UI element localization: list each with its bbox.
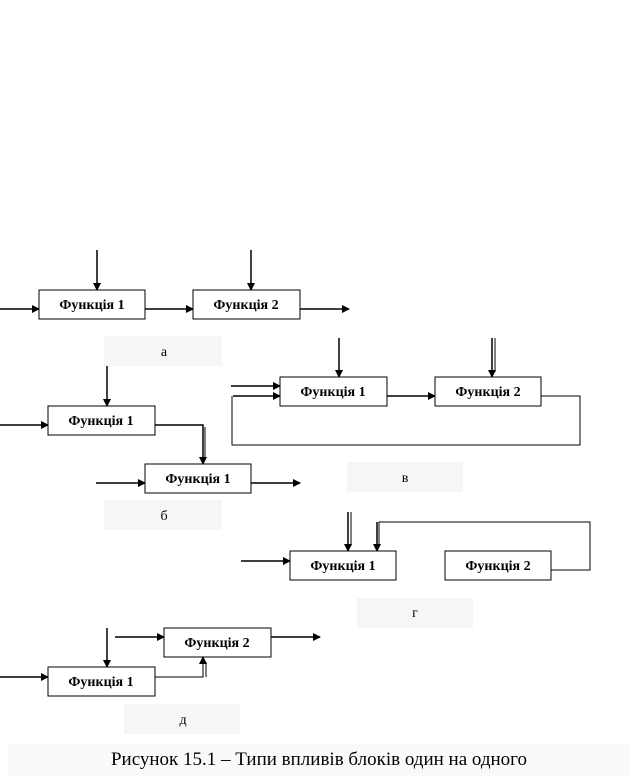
function-block-label: Функція 1 xyxy=(68,414,133,429)
function-block-label: Функція 1 xyxy=(300,385,365,400)
sublabel-background xyxy=(104,336,222,366)
diagram-b: Функція 1 Функція 1 б xyxy=(0,366,301,530)
figure-caption: Рисунок 15.1 – Типи впливів блоків один … xyxy=(8,744,630,776)
sublabel-background xyxy=(104,500,222,530)
diagram-g: Функція 1 Функція 2 г xyxy=(241,512,591,628)
function-block xyxy=(444,550,552,581)
sublabel-background xyxy=(347,462,463,492)
function-block-label: Функція 2 xyxy=(465,559,530,574)
feedback-loop xyxy=(231,395,581,446)
feedback-loop xyxy=(378,521,591,571)
function-block xyxy=(289,550,397,581)
diagram-a: Функція 1 Функція 2 а xyxy=(0,250,350,366)
diagram-v: Функція 1 Функція 2 в xyxy=(231,338,581,492)
diagram-sublabel: а xyxy=(161,345,168,360)
function-block xyxy=(192,289,301,320)
function-block xyxy=(144,463,252,494)
function-block-label: Функція 2 xyxy=(455,385,520,400)
function-block-label: Функція 1 xyxy=(68,675,133,690)
diagram-d: Функція 2 Функція 1 д xyxy=(0,627,321,734)
function-block xyxy=(279,376,388,407)
function-block-label: Функція 2 xyxy=(184,636,249,651)
function-block-label: Функція 1 xyxy=(165,472,230,487)
diagram-sublabel: б xyxy=(160,509,167,524)
diagram-sublabel: д xyxy=(179,713,186,728)
diagram-sublabel: в xyxy=(402,471,409,486)
link-arrow xyxy=(155,656,207,678)
link-arrow xyxy=(155,424,207,465)
diagram-sublabel: г xyxy=(412,606,418,621)
function-block xyxy=(434,376,542,407)
function-block xyxy=(47,666,156,697)
sublabel-background xyxy=(124,704,240,734)
function-block xyxy=(38,289,146,320)
sublabel-background xyxy=(357,598,473,628)
function-block xyxy=(47,405,156,436)
function-block xyxy=(163,627,272,658)
function-block-label: Функція 1 xyxy=(310,559,375,574)
function-block-label: Функція 2 xyxy=(213,298,278,313)
function-block-label: Функція 1 xyxy=(59,298,124,313)
